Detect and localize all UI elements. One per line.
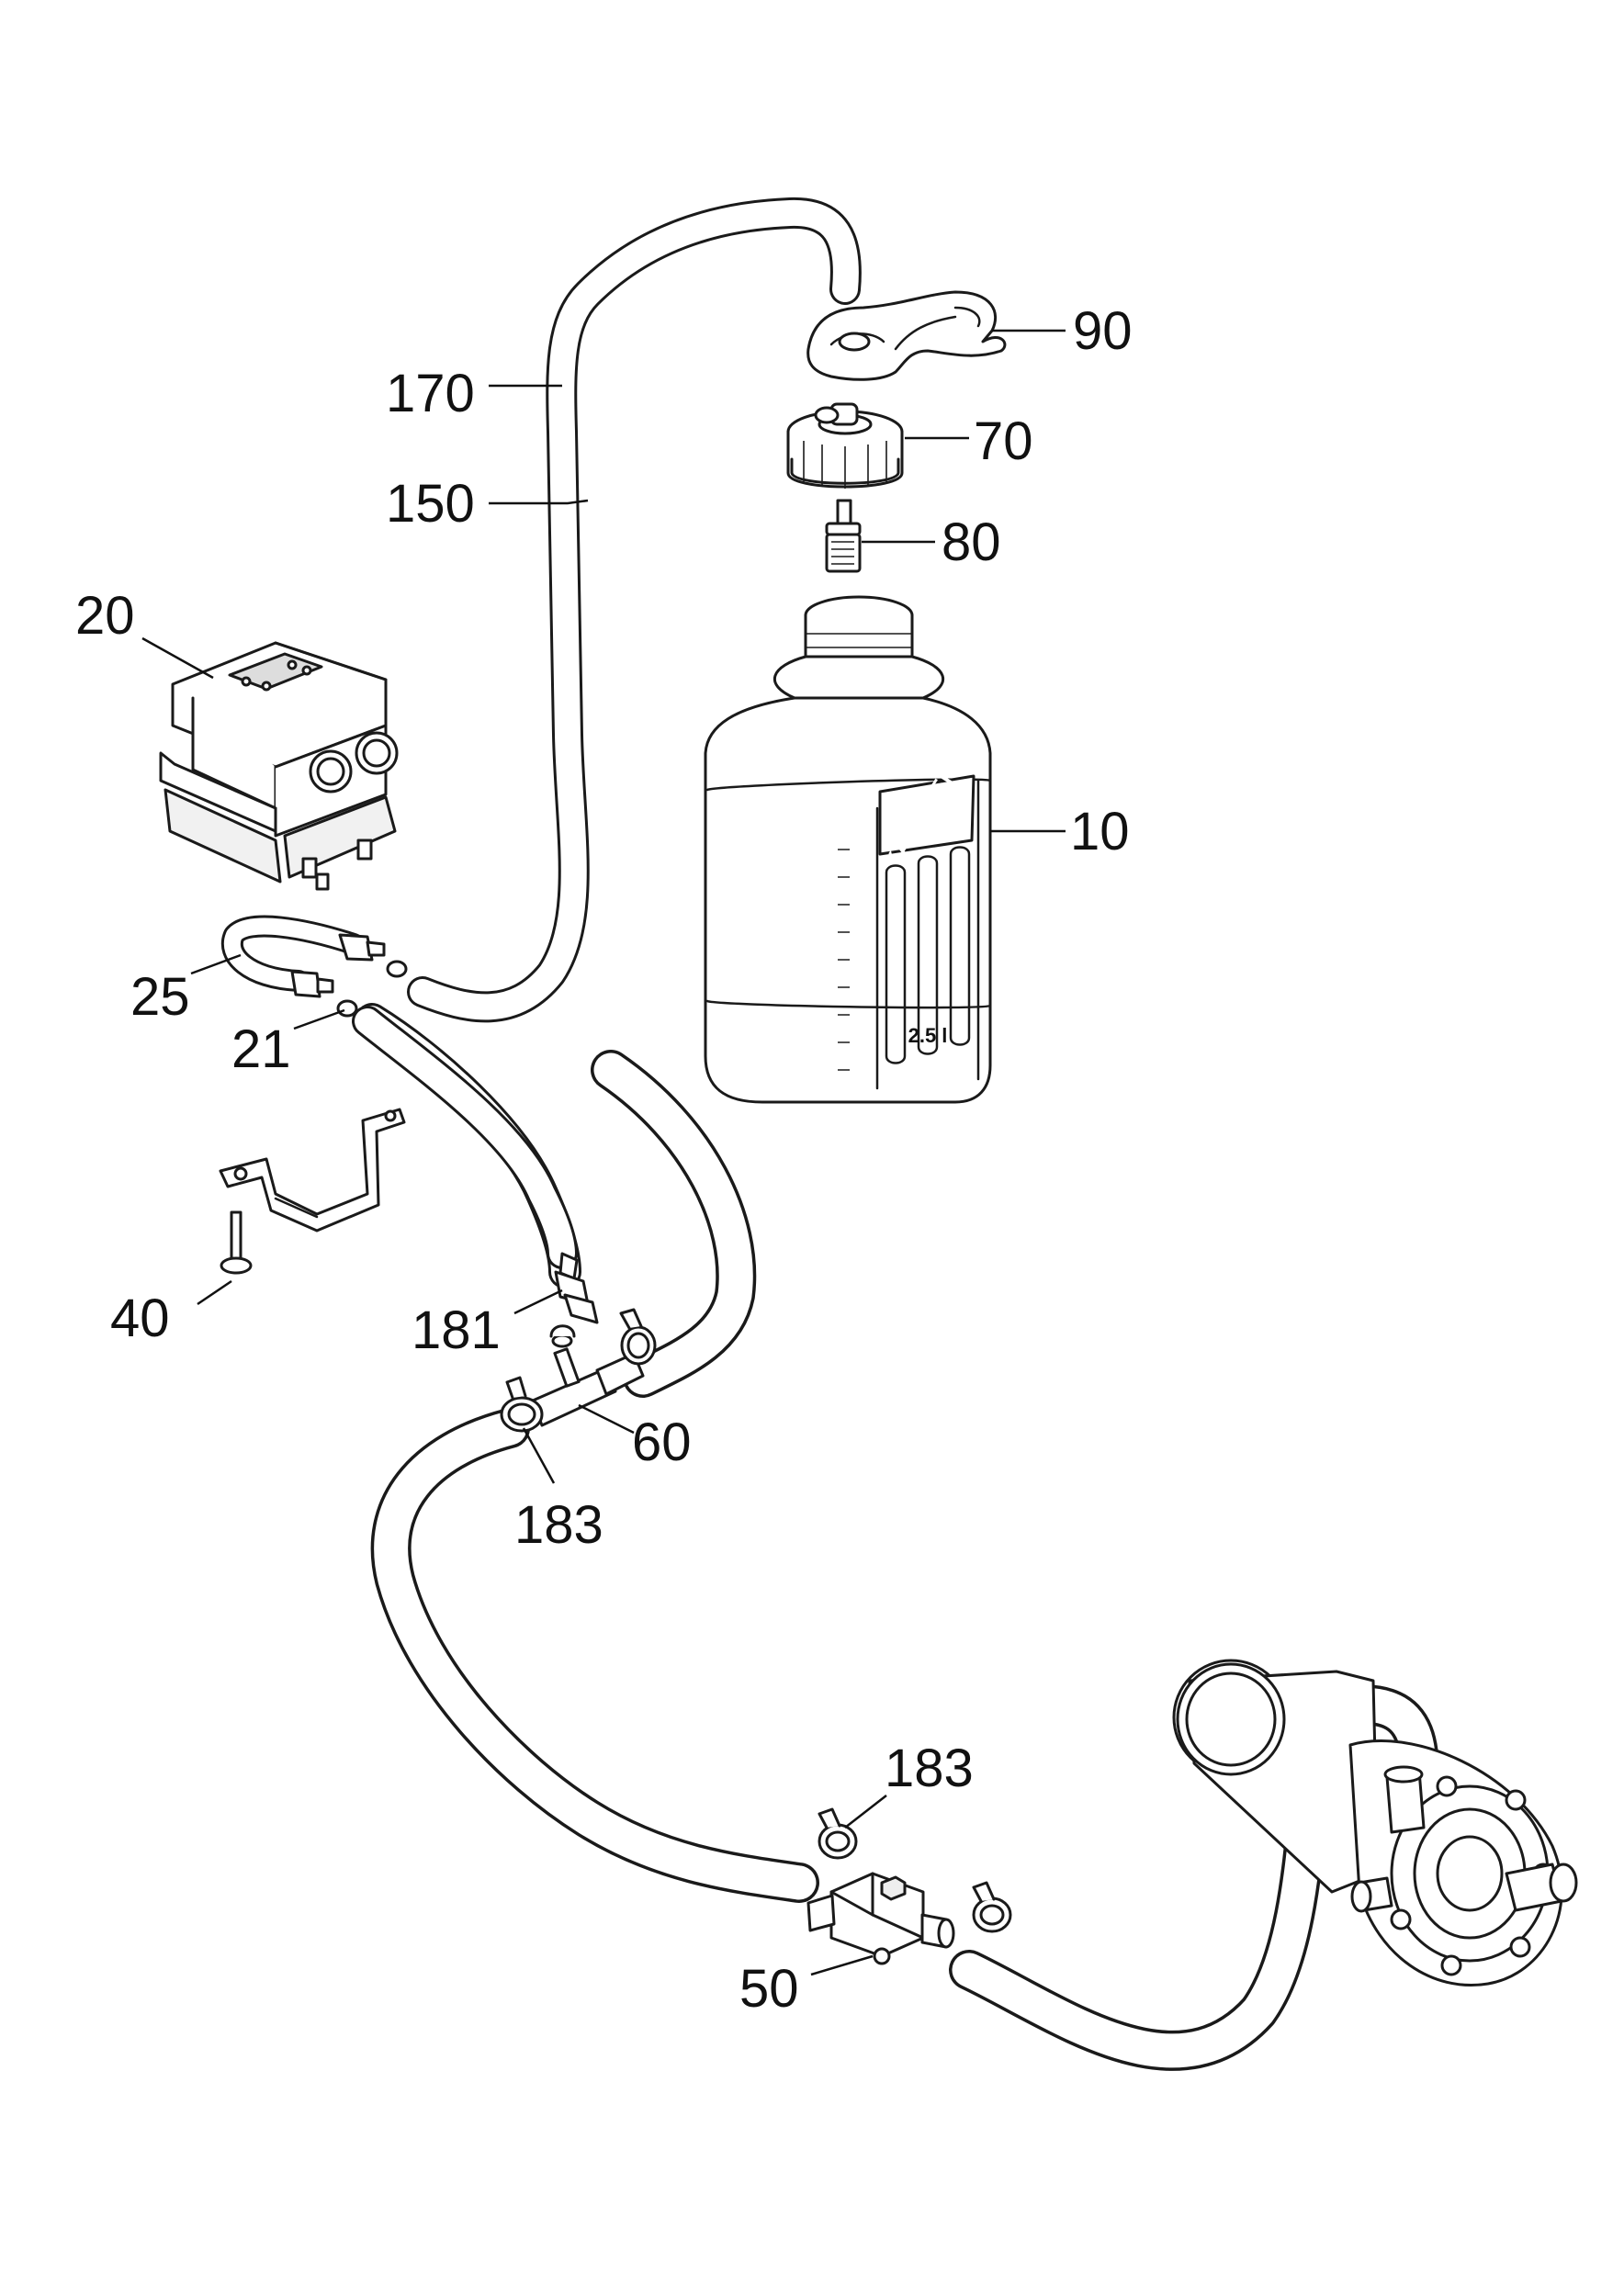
callout-183-upper: 183 <box>514 1495 603 1555</box>
u-hose-25 <box>220 915 386 998</box>
tank-10: KÄRCHER 2.5 l <box>704 595 992 1104</box>
pump-unit <box>1172 1659 1578 1986</box>
callout-183-lower: 183 <box>885 1739 974 1798</box>
hose-return <box>591 1050 757 1398</box>
valve-50 <box>806 1872 955 1965</box>
callout-10: 10 <box>1070 802 1130 861</box>
callout-40: 40 <box>110 1289 170 1348</box>
callout-150: 150 <box>386 474 475 534</box>
hose-170 <box>407 197 862 1023</box>
callout-60: 60 <box>632 1412 692 1472</box>
callout-21: 21 <box>231 1019 291 1079</box>
tank-volume-label: 2.5 l <box>908 1024 948 1047</box>
callout-20: 20 <box>75 586 135 646</box>
clamp-183-lower <box>818 1807 1012 1933</box>
callout-50: 50 <box>739 1959 799 2019</box>
tank-scale <box>838 849 850 1071</box>
hose-short-21 <box>352 1006 578 1269</box>
leader-lines <box>141 329 1066 1976</box>
cap-70 <box>786 402 904 489</box>
hose-suction <box>370 1408 819 1903</box>
tank-holder-90 <box>806 290 1007 381</box>
control-box-20 <box>159 641 399 891</box>
callout-80: 80 <box>942 512 1001 572</box>
callout-90: 90 <box>1073 301 1133 361</box>
filter-80 <box>825 499 862 573</box>
bracket-40 <box>219 1108 406 1275</box>
callout-70: 70 <box>974 411 1033 471</box>
nipple-181 <box>554 1252 599 1324</box>
callout-181: 181 <box>412 1300 501 1360</box>
callout-labels: 90 170 70 150 80 20 10 25 21 40 181 60 1… <box>75 301 1133 2019</box>
clamp-183-upper <box>500 1308 657 1433</box>
callout-25: 25 <box>130 967 190 1027</box>
callout-170: 170 <box>386 364 475 423</box>
